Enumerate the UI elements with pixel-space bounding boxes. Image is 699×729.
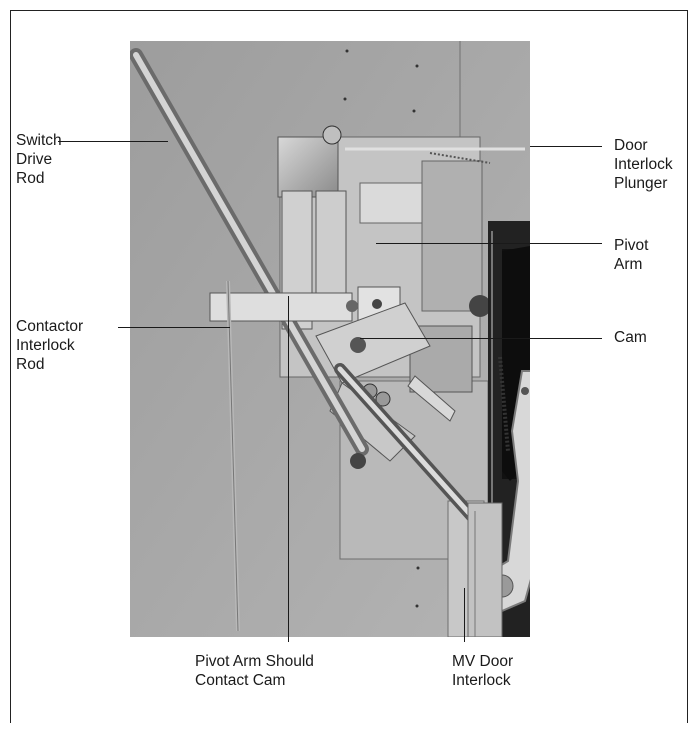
- mechanism-photo: [130, 41, 530, 637]
- label-door-interlock-plunger: Door Interlock Plunger: [614, 137, 673, 192]
- leader-cam: [360, 338, 602, 339]
- label-contactor-interlock-rod: Contactor Interlock Rod: [16, 318, 84, 373]
- leader-pivot-arm: [376, 243, 602, 244]
- label-pivot-arm-should-contact-cam: Pivot Arm Should Contact Cam: [195, 653, 314, 689]
- leader-pivot-arm-should-contact-cam: [288, 296, 289, 642]
- label-mv-door-interlock: MV Door Interlock: [452, 653, 514, 689]
- leader-contactor-interlock-rod: [118, 327, 230, 328]
- leader-switch-drive-rod: [58, 141, 168, 142]
- label-switch-drive-rod: Switch Drive Rod: [16, 132, 62, 187]
- label-cam: Cam: [614, 329, 647, 346]
- label-pivot-arm: Pivot Arm: [614, 237, 649, 273]
- figure-frame: [10, 10, 688, 723]
- leader-mv-door-interlock: [464, 588, 465, 642]
- leader-door-interlock-plunger: [530, 146, 602, 147]
- mechanism-illustration: [130, 41, 530, 637]
